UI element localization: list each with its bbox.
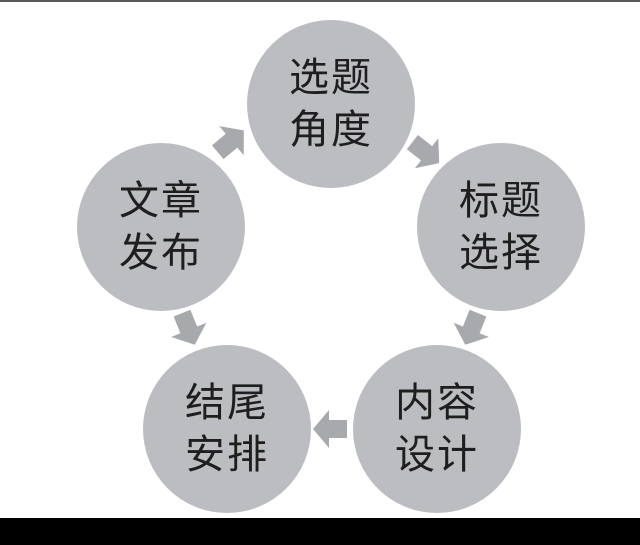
node-label-line1: 标题 bbox=[459, 178, 543, 224]
top-rule bbox=[0, 0, 640, 2]
node-label-line2: 发布 bbox=[119, 230, 203, 276]
node-title-selection: 标题 选择 bbox=[417, 143, 585, 311]
node-content-design: 内容 设计 bbox=[353, 345, 521, 513]
arrow-icon bbox=[164, 306, 213, 352]
node-label-line1: 结尾 bbox=[185, 380, 269, 426]
node-label-line2: 选择 bbox=[459, 230, 543, 276]
node-label-line2: 设计 bbox=[395, 432, 479, 478]
bottom-bar bbox=[0, 518, 640, 545]
node-topic-angle: 选题 角度 bbox=[247, 20, 415, 188]
node-ending-arrangement: 结尾 安排 bbox=[143, 345, 311, 513]
node-article-publish: 文章 发布 bbox=[77, 143, 245, 311]
node-label-line2: 角度 bbox=[289, 107, 373, 153]
arrow-icon bbox=[205, 115, 257, 167]
arrow-icon bbox=[447, 306, 496, 352]
arrow-icon bbox=[313, 410, 347, 448]
node-label-line1: 文章 bbox=[119, 178, 203, 224]
node-label-line1: 选题 bbox=[289, 55, 373, 101]
arrow-icon bbox=[400, 127, 451, 179]
node-label-line2: 安排 bbox=[185, 432, 269, 478]
node-label-line1: 内容 bbox=[395, 380, 479, 426]
